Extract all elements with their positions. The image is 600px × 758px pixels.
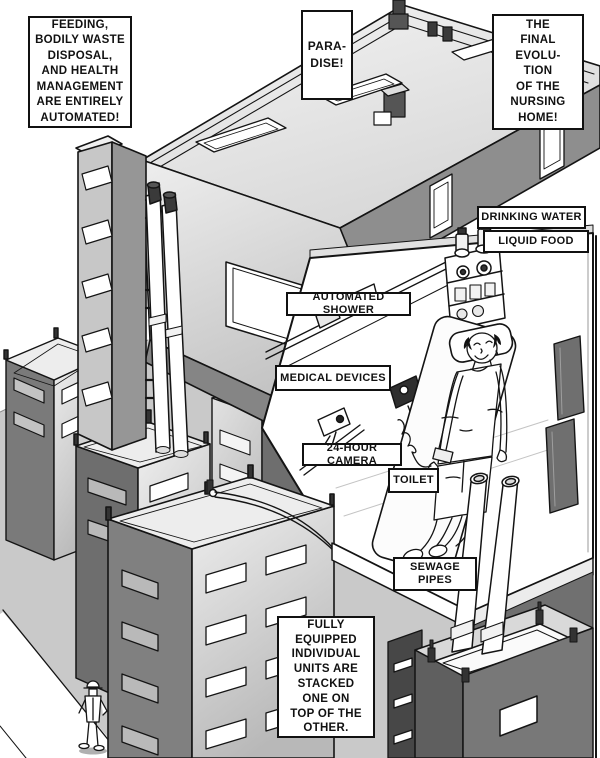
hard-hat [86, 680, 100, 688]
tower-sliver-behind-unit [387, 629, 423, 758]
supply-pipes [145, 181, 189, 458]
roof-vents [373, 0, 453, 126]
resident-figure [397, 332, 508, 564]
service-column [75, 135, 162, 451]
crane-cable [206, 479, 337, 554]
unit-being-stacked [414, 601, 594, 758]
resident-foot-right [428, 544, 448, 558]
label-toilet: TOILET [388, 468, 439, 493]
wrist-cuff [432, 447, 454, 464]
worker-figure [78, 680, 108, 755]
label-automated-shower: AUTOMATED SHOWER [286, 291, 411, 316]
caption-stacked-units: FULLY EQUIPPED INDIVIDUAL UNITS ARE STAC… [277, 616, 375, 738]
label-drinking-water: DRINKING WATER [477, 206, 586, 229]
right-wall-panels [545, 335, 585, 514]
label-liquid-food: LIQUID FOOD [483, 230, 589, 253]
water-bottle [454, 227, 470, 258]
caption-final-evolution: THE FINAL EVOLU- TION OF THE NURSING HOM… [492, 14, 584, 130]
caption-paradise: PARA- DISE! [301, 10, 353, 100]
label-sewage-pipes: SEWAGE PIPES [393, 557, 477, 591]
unit-window-hole [499, 695, 538, 737]
label-medical-devices: MEDICAL DEVICES [275, 365, 391, 391]
label-24-hour-camera: 24-HOUR CAMERA [302, 442, 402, 467]
iv-tube [397, 418, 432, 468]
caption-feeding-automated: FEEDING, BODILY WASTE DISPOSAL, AND HEAL… [28, 16, 132, 128]
ladder-blocks [81, 165, 113, 407]
resident-shirt [437, 363, 502, 465]
